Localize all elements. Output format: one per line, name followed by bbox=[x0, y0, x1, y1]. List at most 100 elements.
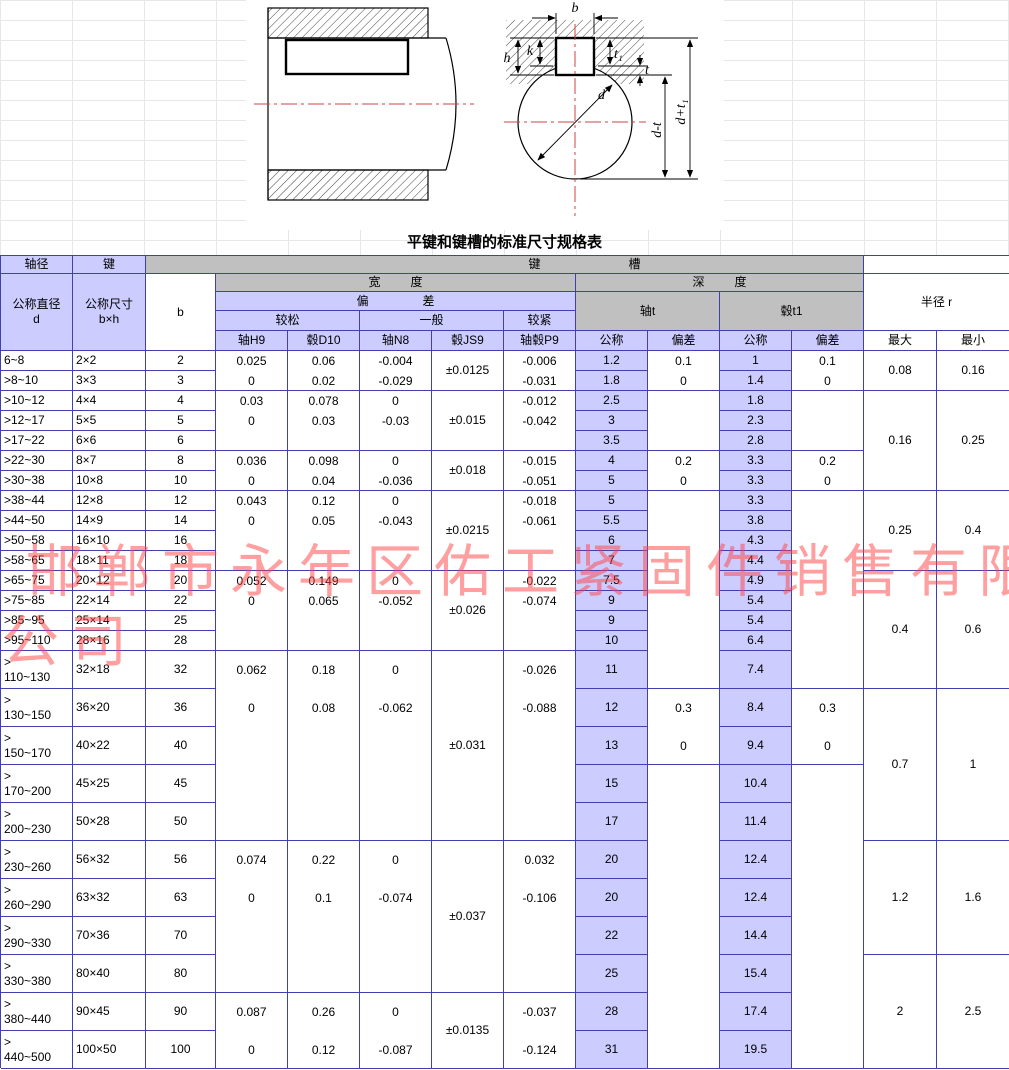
cell-value: 0.08 bbox=[311, 700, 336, 715]
table-title: 平键和键槽的标准尺寸规格表 bbox=[406, 234, 602, 251]
cell-value: 0 bbox=[680, 373, 687, 388]
dim-label-h: h bbox=[504, 51, 511, 66]
cell-r_min: 2.5 bbox=[937, 955, 1009, 1069]
header-shaft-H9: 轴H9 bbox=[216, 331, 288, 351]
cell-r_max: 0.7 bbox=[864, 689, 937, 841]
cell-H9: 0.025 0 bbox=[216, 351, 288, 391]
dimension-lines bbox=[510, 13, 698, 180]
technical-drawing-area: b k h t₁ t d d-t d+t₁ bbox=[0, 0, 1009, 230]
cell-bxh: 36×20 bbox=[73, 689, 146, 727]
cell-t1_nom: 7.4 bbox=[720, 651, 792, 689]
cell-value: -0.074 bbox=[522, 593, 557, 608]
header-loose: 较松 bbox=[216, 311, 360, 331]
cell-t1_nom: 5.4 bbox=[720, 611, 792, 631]
cell-b: 22 bbox=[146, 591, 216, 611]
header-width: 宽度 bbox=[216, 274, 576, 292]
cell-d: >30~38 bbox=[1, 471, 73, 491]
cell-b: 63 bbox=[146, 879, 216, 917]
cell-b: 20 bbox=[146, 571, 216, 591]
header-t-nominal: 公称 bbox=[576, 331, 648, 351]
cell-b: 4 bbox=[146, 391, 216, 411]
cell-N8: 0-0.036 bbox=[360, 451, 432, 491]
cell-bxh: 80×40 bbox=[73, 955, 146, 993]
cell-b: 80 bbox=[146, 955, 216, 993]
header-depth: 深度 bbox=[576, 274, 864, 292]
dim-label-d: d bbox=[598, 88, 606, 103]
cell-d: >8~10 bbox=[1, 371, 73, 391]
cell-bxh: 25×14 bbox=[73, 611, 146, 631]
cell-b: 90 bbox=[146, 993, 216, 1031]
cell-b: 70 bbox=[146, 917, 216, 955]
shaft-side-view bbox=[254, 7, 474, 201]
cell-r_max: 0.25 bbox=[864, 491, 937, 571]
cell-b: 100 bbox=[146, 1031, 216, 1069]
cell-bxh: 63×32 bbox=[73, 879, 146, 917]
cell-bxh: 32×18 bbox=[73, 651, 146, 689]
cell-t_nom: 20 bbox=[576, 841, 648, 879]
cell-bxh: 14×9 bbox=[73, 511, 146, 531]
hub-section-hatch-top bbox=[267, 7, 429, 39]
cell-r_min: 0.16 bbox=[937, 351, 1009, 391]
dim-label-k: k bbox=[527, 44, 534, 59]
header-nominal-size: 公称尺寸 b×h bbox=[73, 274, 146, 351]
cell-value: -0.03 bbox=[381, 413, 410, 428]
cell-bxh: 40×22 bbox=[73, 727, 146, 765]
cell-value: -0.022 bbox=[522, 573, 557, 588]
header-shaft-N8: 轴N8 bbox=[360, 331, 432, 351]
cell-b: 16 bbox=[146, 531, 216, 551]
cell-value: -0.004 bbox=[378, 353, 413, 368]
cell-N8: 0-0.062 bbox=[360, 651, 432, 841]
header-t1-deviation: 偏差 bbox=[792, 331, 864, 351]
header-keyway-label: 键槽 bbox=[528, 257, 729, 271]
cell-N8: 0-0.087 bbox=[360, 993, 432, 1069]
cell-P9: -0.018-0.061 bbox=[504, 491, 576, 571]
cell-value: 0.1 bbox=[675, 353, 692, 368]
cell-value: 0.025 bbox=[236, 353, 267, 368]
cell-value: 0.05 bbox=[311, 513, 336, 528]
cell-bxh: 56×32 bbox=[73, 841, 146, 879]
header-shaft-diameter: 轴径 bbox=[1, 256, 73, 274]
header-shaft-hub-P9: 轴毂P9 bbox=[504, 331, 576, 351]
cell-value: -0.018 bbox=[522, 493, 557, 508]
cell-bxh: 8×7 bbox=[73, 451, 146, 471]
cell-value: 0.12 bbox=[311, 493, 336, 508]
cell-d: >44~50 bbox=[1, 511, 73, 531]
cell-t1_nom: 3.3 bbox=[720, 471, 792, 491]
cell-t_nom: 5 bbox=[576, 491, 648, 511]
cell-b: 18 bbox=[146, 551, 216, 571]
cell-t1_nom: 12.4 bbox=[720, 879, 792, 917]
cell-JS9: ±0.0135 bbox=[432, 993, 504, 1069]
cell-N8: -0.004-0.029 bbox=[360, 351, 432, 391]
cell-d: >22~30 bbox=[1, 451, 73, 471]
cell-JS9: ±0.015 bbox=[432, 391, 504, 451]
cell-d: > 290~330 bbox=[1, 917, 73, 955]
cell-value: 0.18 bbox=[311, 662, 336, 677]
cell-r_max: 1.2 bbox=[864, 841, 937, 955]
cell-value: 0.12 bbox=[311, 1042, 336, 1057]
cell-P9: 0.032-0.106 bbox=[504, 841, 576, 993]
cell-t1_nom: 5.4 bbox=[720, 591, 792, 611]
cell-t_nom: 22 bbox=[576, 917, 648, 955]
cell-b: 45 bbox=[146, 765, 216, 803]
cell-t_nom: 10 bbox=[576, 631, 648, 651]
cell-bxh: 10×8 bbox=[73, 471, 146, 491]
cell-t1_nom: 11.4 bbox=[720, 803, 792, 841]
header-radius: 半径 r bbox=[864, 274, 1009, 331]
cell-b: 32 bbox=[146, 651, 216, 689]
cell-value: 0 bbox=[248, 1042, 255, 1057]
cell-t_dev bbox=[648, 765, 720, 1069]
cell-t_nom: 5.5 bbox=[576, 511, 648, 531]
cell-d: >38~44 bbox=[1, 491, 73, 511]
header-t1-nominal: 公称 bbox=[720, 331, 792, 351]
cell-value: 0 bbox=[248, 373, 255, 388]
cell-value: 0.06 bbox=[311, 353, 336, 368]
cell-bxh: 28×16 bbox=[73, 631, 146, 651]
